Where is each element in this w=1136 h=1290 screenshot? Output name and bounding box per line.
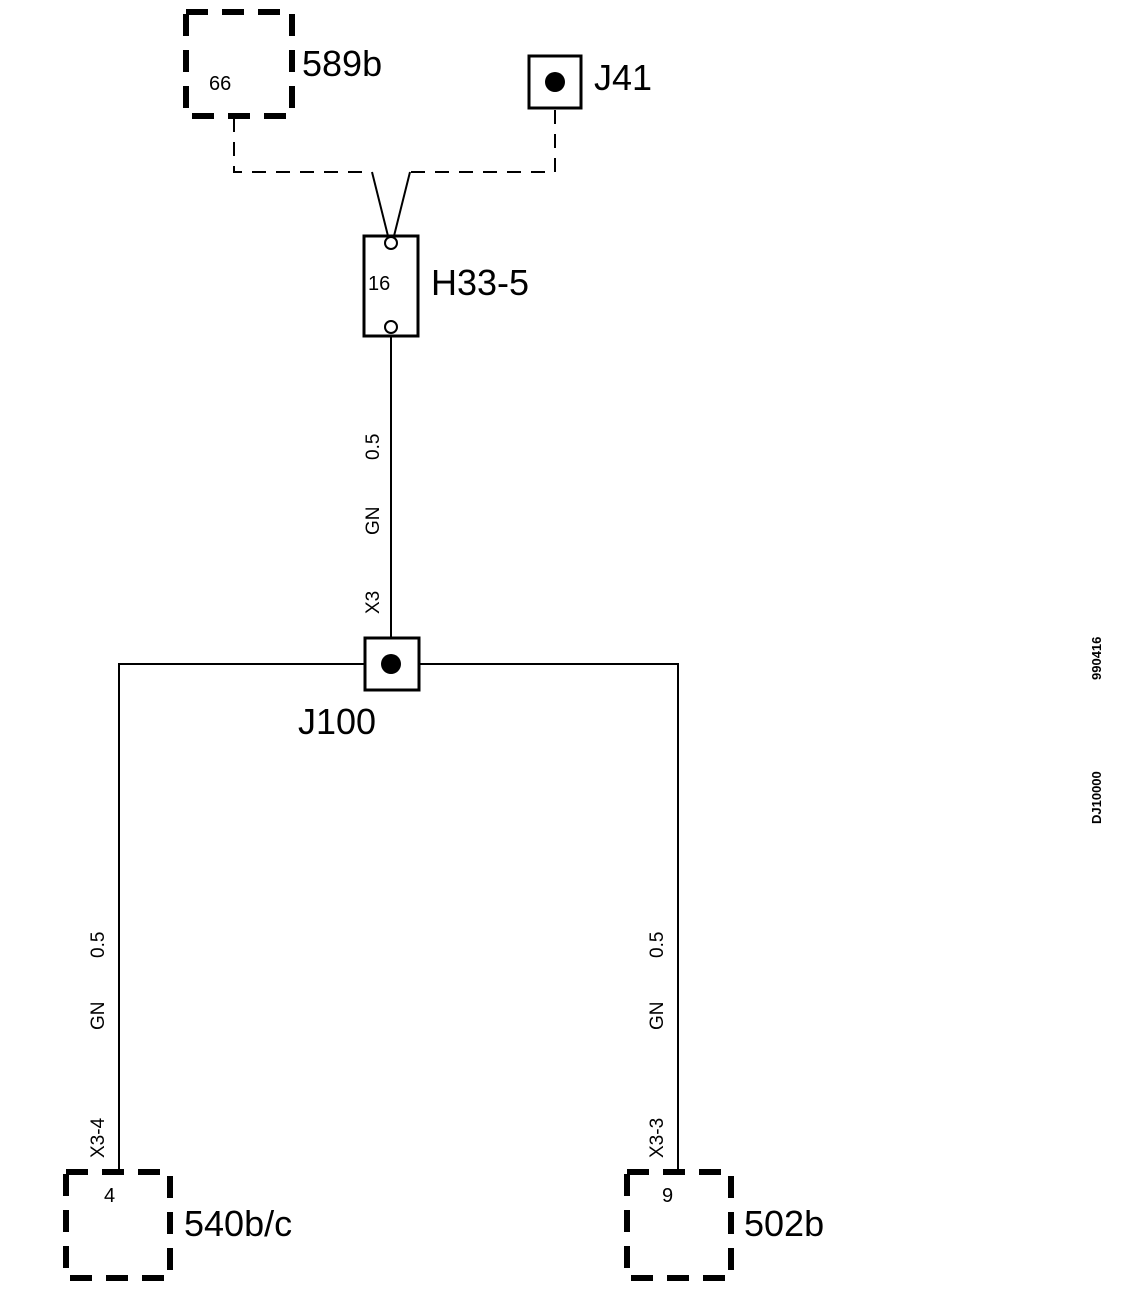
pin-16-label: 16 [368, 273, 390, 295]
pin-4-label: 4 [104, 1185, 115, 1207]
wire-connector-label: X3 [363, 591, 384, 614]
wire-connector-label: X3-3 [647, 1118, 668, 1158]
wire-size-label: 0.5 [363, 434, 384, 460]
splice-j41-label: J41 [594, 57, 652, 98]
connector-h33-5: 16 H33-5 [362, 234, 529, 338]
wire-connector-label: X3-4 [88, 1117, 109, 1158]
splice-dot-icon [545, 72, 565, 92]
splice-dot-icon [381, 654, 401, 674]
wire-size-label: 0.5 [88, 932, 109, 958]
wire-main-labels: 0.5 GN X3 [363, 434, 384, 614]
component-589b: 66 589b [183, 9, 382, 119]
component-540bc: 4 540b/c [63, 1169, 292, 1281]
component-540bc-label: 540b/c [184, 1203, 292, 1244]
reference-code: DJ10000 [1089, 771, 1104, 824]
merge-lines [371, 171, 411, 237]
splice-j100-label: J100 [298, 701, 376, 742]
component-502b-label: 502b [744, 1203, 824, 1244]
component-502b: 9 502b [624, 1169, 824, 1281]
wire-right-labels: 0.5 GN X3-3 [647, 932, 668, 1158]
pin-socket-icon [384, 236, 398, 250]
wire-color-label: GN [88, 1002, 109, 1031]
pin-9-label: 9 [662, 1185, 673, 1207]
dashed-connections [233, 110, 556, 173]
wire-color-label: GN [363, 507, 384, 536]
pin-66-label: 66 [209, 73, 231, 95]
connector-h33-5-label: H33-5 [431, 262, 529, 303]
wire-color-label: GN [647, 1002, 668, 1031]
wire-left-labels: 0.5 GN X3-4 [88, 932, 109, 1158]
splice-j41: J41 [527, 54, 652, 110]
component-589b-label: 589b [302, 43, 382, 84]
wire-size-label: 0.5 [647, 932, 668, 958]
date-code: 990416 [1089, 637, 1104, 680]
branch-wires [118, 663, 679, 1172]
pin-socket-icon [384, 320, 398, 334]
splice-j100: J100 [298, 636, 421, 742]
